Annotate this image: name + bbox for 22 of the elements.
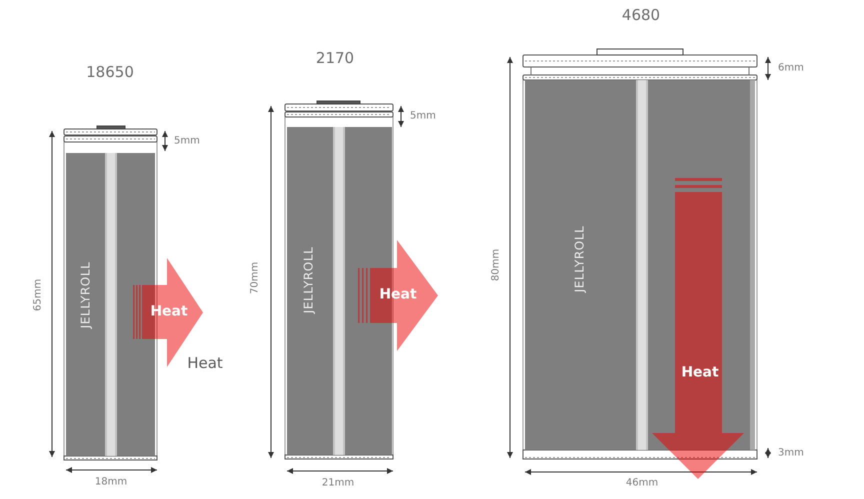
arrow-label: Heat [379, 287, 417, 303]
dimension-label: 46mm [626, 478, 658, 488]
dimension-label: 5mm [174, 136, 200, 146]
section-label: JELLYROLL [79, 262, 93, 328]
section-label: JELLYROLL [302, 246, 316, 314]
section-label: JELLYROLL [573, 226, 587, 292]
dimension-label: 18mm [94, 476, 128, 488]
heat-arrow [652, 177, 744, 479]
heat-label: Heat [187, 354, 223, 372]
arrow-label: Heat [150, 304, 188, 320]
heat-arrow [356, 240, 438, 351]
cell-size-title: 4680 [622, 6, 660, 24]
dimension-label: 3mm [778, 448, 804, 458]
dimension-label: 70mm [250, 262, 260, 294]
dimension-label: 5mm [410, 110, 436, 122]
cell-size-title: 2170 [316, 50, 354, 66]
cell-size-title: 18650 [86, 64, 134, 80]
arrow-label: Heat [681, 365, 719, 381]
dimension-label: 6mm [778, 62, 804, 74]
dimension-label: 65mm [32, 278, 44, 312]
dimension-label: 21mm [322, 478, 354, 488]
dimension-label: 80mm [490, 248, 502, 282]
